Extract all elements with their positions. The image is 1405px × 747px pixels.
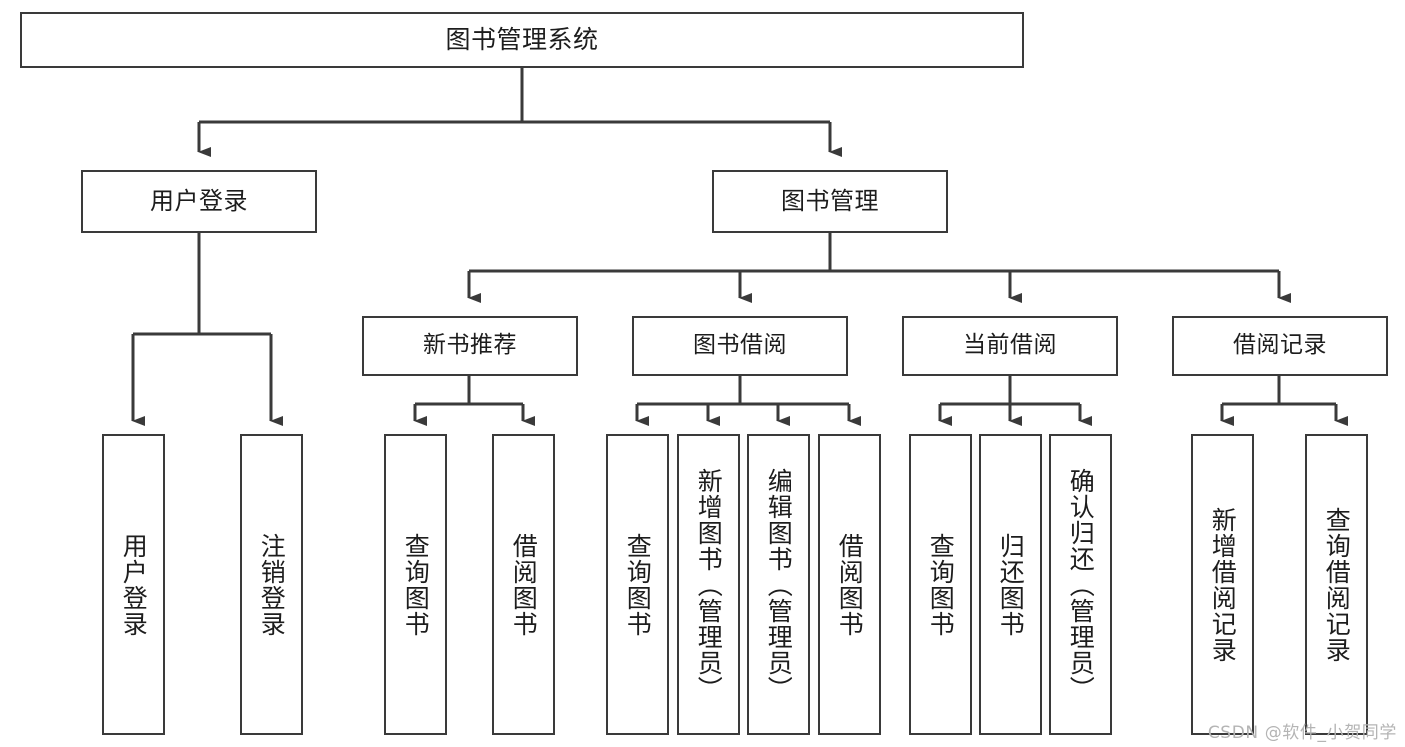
node-label: 新增图书（管理员）	[694, 467, 724, 702]
node-label: 借阅记录	[1233, 332, 1327, 359]
leaf-current-return-books[interactable]: 归还图书	[979, 434, 1042, 735]
node-label: 图书管理系统	[445, 25, 599, 55]
leaf-borrow-add-book-admin[interactable]: 新增图书（管理员）	[677, 434, 740, 735]
node-user-login[interactable]: 用户登录	[81, 170, 317, 233]
leaf-borrow-borrow-books[interactable]: 借阅图书	[818, 434, 881, 735]
node-root-book-management-system[interactable]: 图书管理系统	[20, 12, 1024, 68]
node-label: 当前借阅	[963, 332, 1057, 359]
node-label: 确认归还（管理员）	[1066, 467, 1096, 702]
leaf-borrow-edit-book-admin[interactable]: 编辑图书（管理员）	[747, 434, 810, 735]
watermark-text: CSDN @软件_小贺同学	[1207, 723, 1397, 743]
leaf-borrow-query-books[interactable]: 查询图书	[606, 434, 669, 735]
leaf-records-add-record[interactable]: 新增借阅记录	[1191, 434, 1254, 735]
leaf-user-login-login[interactable]: 用户登录	[102, 434, 165, 735]
leaf-user-login-logout[interactable]: 注销登录	[240, 434, 303, 735]
node-book-management[interactable]: 图书管理	[712, 170, 948, 233]
leaf-current-query-books[interactable]: 查询图书	[909, 434, 972, 735]
node-label: 新书推荐	[423, 332, 517, 359]
leaf-new-book-query-books[interactable]: 查询图书	[384, 434, 447, 735]
leaf-records-query-record[interactable]: 查询借阅记录	[1305, 434, 1368, 735]
node-label: 归还图书	[996, 532, 1026, 637]
node-label: 用户登录	[150, 187, 248, 216]
node-label: 查询图书	[623, 532, 653, 637]
node-label: 借阅图书	[835, 532, 865, 637]
leaf-current-confirm-return-admin[interactable]: 确认归还（管理员）	[1049, 434, 1112, 735]
node-label: 图书借阅	[693, 332, 787, 359]
node-label: 借阅图书	[509, 532, 539, 637]
leaf-new-book-borrow-books[interactable]: 借阅图书	[492, 434, 555, 735]
node-current-borrow[interactable]: 当前借阅	[902, 316, 1118, 376]
node-book-borrow[interactable]: 图书借阅	[632, 316, 848, 376]
node-label: 用户登录	[119, 532, 149, 637]
node-label: 编辑图书（管理员）	[764, 467, 794, 702]
node-label: 查询借阅记录	[1322, 506, 1352, 663]
node-label: 图书管理	[781, 187, 879, 216]
node-label: 查询图书	[401, 532, 431, 637]
node-label: 新增借阅记录	[1208, 506, 1238, 663]
node-borrow-records[interactable]: 借阅记录	[1172, 316, 1388, 376]
node-new-book-recommend[interactable]: 新书推荐	[362, 316, 578, 376]
node-label: 注销登录	[257, 532, 287, 637]
node-label: 查询图书	[926, 532, 956, 637]
